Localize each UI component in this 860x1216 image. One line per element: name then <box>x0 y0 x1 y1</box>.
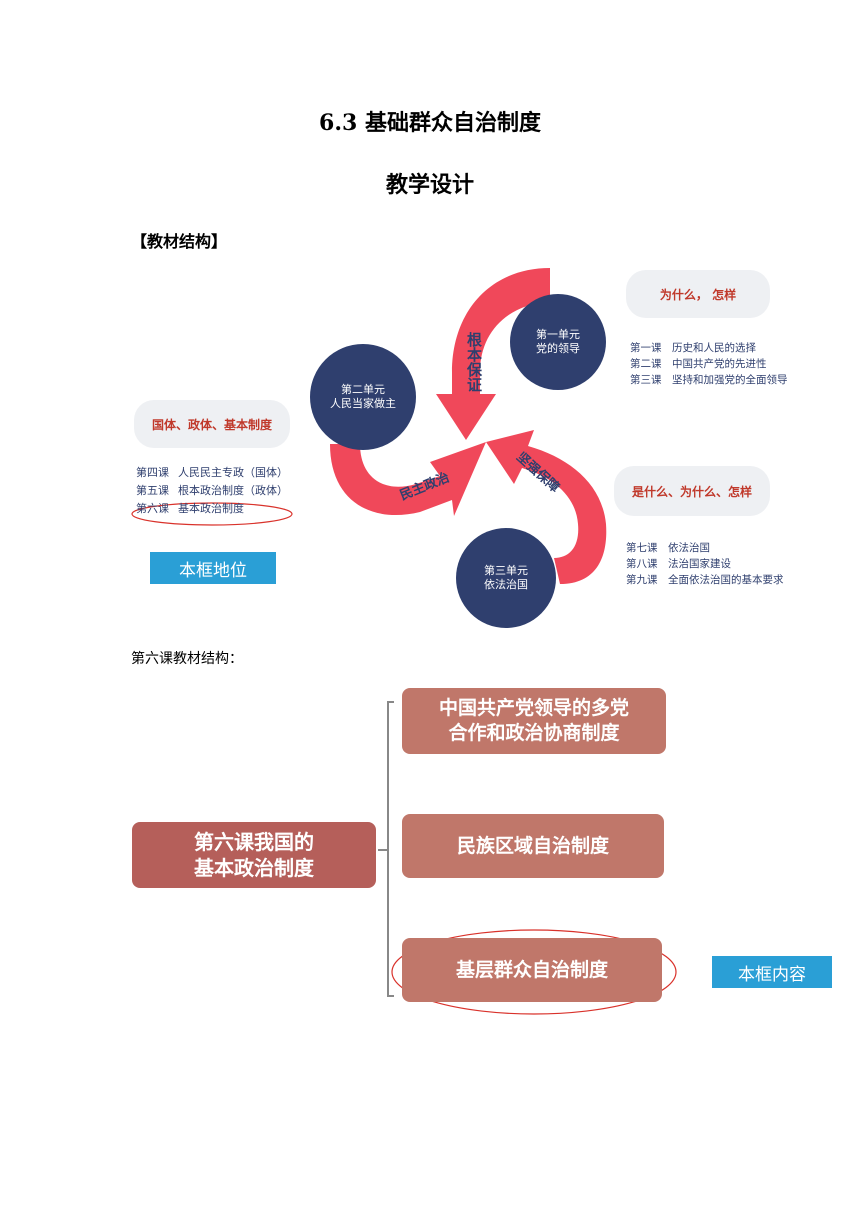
unit2-circle: 第二单元 人民当家做主 <box>310 344 416 450</box>
section-label: 【教材结构】 <box>131 232 228 251</box>
arrows-graphic: 根本保证 坚强保障 民主政治 <box>131 268 607 584</box>
unit3-circle: 第三单元 依法治国 <box>456 528 556 628</box>
structure-diagram: 根本保证 坚强保障 民主政治 第一单元 党的领导 第二单元 人民当家做主 第三单… <box>120 262 820 634</box>
unit1-lessons: 第一课历史和人民的选择 第二课中国共产党的先进性 第三课坚持和加强党的全面领导 <box>630 340 788 388</box>
unit1-number: 第一单元 <box>536 328 580 341</box>
lesson-item: 第四课人民民主专政（国体） <box>136 466 288 479</box>
tree-child-multiparty-cooperation: 中国共产党领导的多党 合作和政治协商制度 <box>402 688 666 754</box>
unit1-name: 党的领导 <box>536 342 580 355</box>
arrow-label-root-guarantee: 根本保证 <box>465 331 483 392</box>
lesson-item: 第二课中国共产党的先进性 <box>630 358 767 370</box>
lesson-item: 第九课全面依法治国的基本要求 <box>626 574 784 586</box>
position-label-box: 本框地位 <box>150 552 276 584</box>
unit2-number: 第二单元 <box>341 383 385 396</box>
tree-bracket <box>378 701 677 1015</box>
document-title: 6.3 基础群众自治制度 <box>319 110 541 136</box>
unit3-number: 第三单元 <box>484 564 528 577</box>
tree-child-ethnic-autonomy: 民族区域自治制度 <box>402 814 664 878</box>
arrow-root-guarantee <box>436 268 550 440</box>
unit3-name: 依法治国 <box>484 578 528 591</box>
pill-state-system: 国体、政体、基本制度 <box>134 400 290 448</box>
unit3-lessons: 第七课依法治国 第八课法治国家建设 第九课全面依法治国的基本要求 <box>626 540 784 588</box>
pill-what-why-how: 是什么、为什么、怎样 <box>614 466 770 516</box>
lesson-tree: 第六课我国的 基本政治制度 中国共产党领导的多党 合作和政治协商制度 民族区域自… <box>120 680 850 1020</box>
lesson-item: 第一课历史和人民的选择 <box>630 342 756 354</box>
arrow-democracy <box>330 442 486 516</box>
content-label-box: 本框内容 <box>712 956 832 988</box>
tree-child-grassroots-autonomy: 基层群众自治制度 <box>402 938 662 1002</box>
document-subtitle: 教学设计 <box>385 172 474 198</box>
lesson-item: 第三课坚持和加强党的全面领导 <box>630 374 788 386</box>
lesson-item-highlighted: 第六课基本政治制度 <box>136 502 244 515</box>
unit2-name: 人民当家做主 <box>330 397 396 410</box>
unit1-circle: 第一单元 党的领导 <box>510 294 606 390</box>
unit2-lessons: 第四课人民民主专政（国体） 第五课根本政治制度（政体） 第六课基本政治制度 <box>136 464 288 518</box>
arrow-strong-support <box>486 430 607 584</box>
highlight-ellipse-child3 <box>391 929 677 1015</box>
lesson-structure-caption: 第六课教材结构： <box>131 651 243 667</box>
highlight-ellipse-lesson6 <box>131 502 293 526</box>
tree-root-lesson6: 第六课我国的 基本政治制度 <box>132 822 376 888</box>
pill-why-how: 为什么， 怎样 <box>626 270 770 318</box>
lesson-item: 第五课根本政治制度（政体） <box>136 484 288 497</box>
lesson-item: 第七课依法治国 <box>626 542 710 554</box>
lesson-item: 第八课法治国家建设 <box>626 558 731 570</box>
